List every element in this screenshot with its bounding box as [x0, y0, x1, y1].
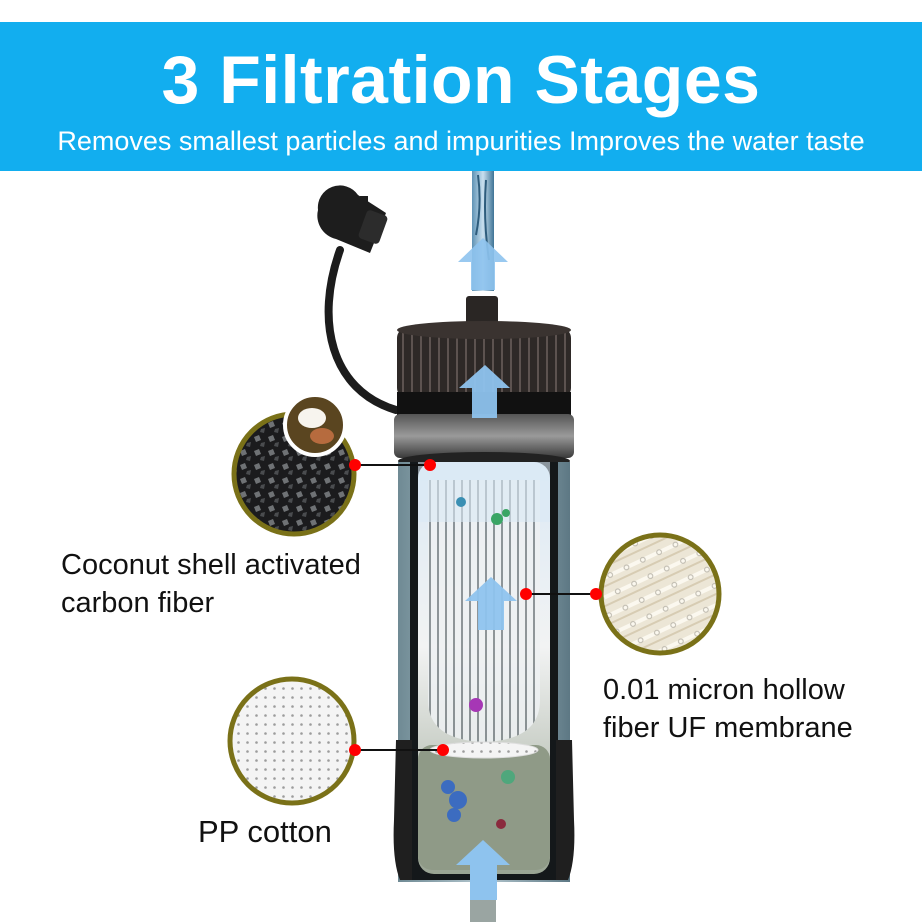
stage-label-uf-membrane: 0.01 micron hollow fiber UF membrane — [603, 671, 853, 747]
label-line: PP cotton — [198, 814, 332, 849]
bacteria-icons — [441, 497, 515, 829]
arrow-up-icon — [465, 577, 517, 630]
label-line: Coconut shell activated — [61, 549, 361, 581]
marker-dot — [349, 459, 361, 471]
hollow-fiber-icon — [598, 532, 722, 656]
label-line: 0.01 micron hollow — [603, 674, 845, 706]
marker-dot — [424, 459, 436, 471]
header-banner: 3 Filtration Stages Removes smallest par… — [0, 22, 922, 171]
label-line: carbon fiber — [61, 587, 215, 619]
marker-dot — [437, 744, 449, 756]
dust-cap-icon — [317, 185, 388, 253]
stage-label-pp-cotton: PP cotton — [198, 813, 332, 851]
arrow-up-icon — [458, 238, 508, 290]
marker-dot — [590, 588, 602, 600]
coconut-icon — [283, 393, 347, 457]
arrow-up-icon — [459, 365, 510, 418]
page-title: 3 Filtration Stages — [161, 42, 761, 118]
page-subtitle: Removes smallest particles and impuritie… — [57, 126, 865, 156]
pp-cotton-icon — [227, 676, 357, 806]
stage-label-carbon: Coconut shell activated carbon fiber — [61, 546, 361, 622]
marker-dot — [349, 744, 361, 756]
label-line: fiber UF membrane — [603, 712, 853, 744]
arrow-up-icon — [456, 840, 510, 900]
marker-dot — [520, 588, 532, 600]
